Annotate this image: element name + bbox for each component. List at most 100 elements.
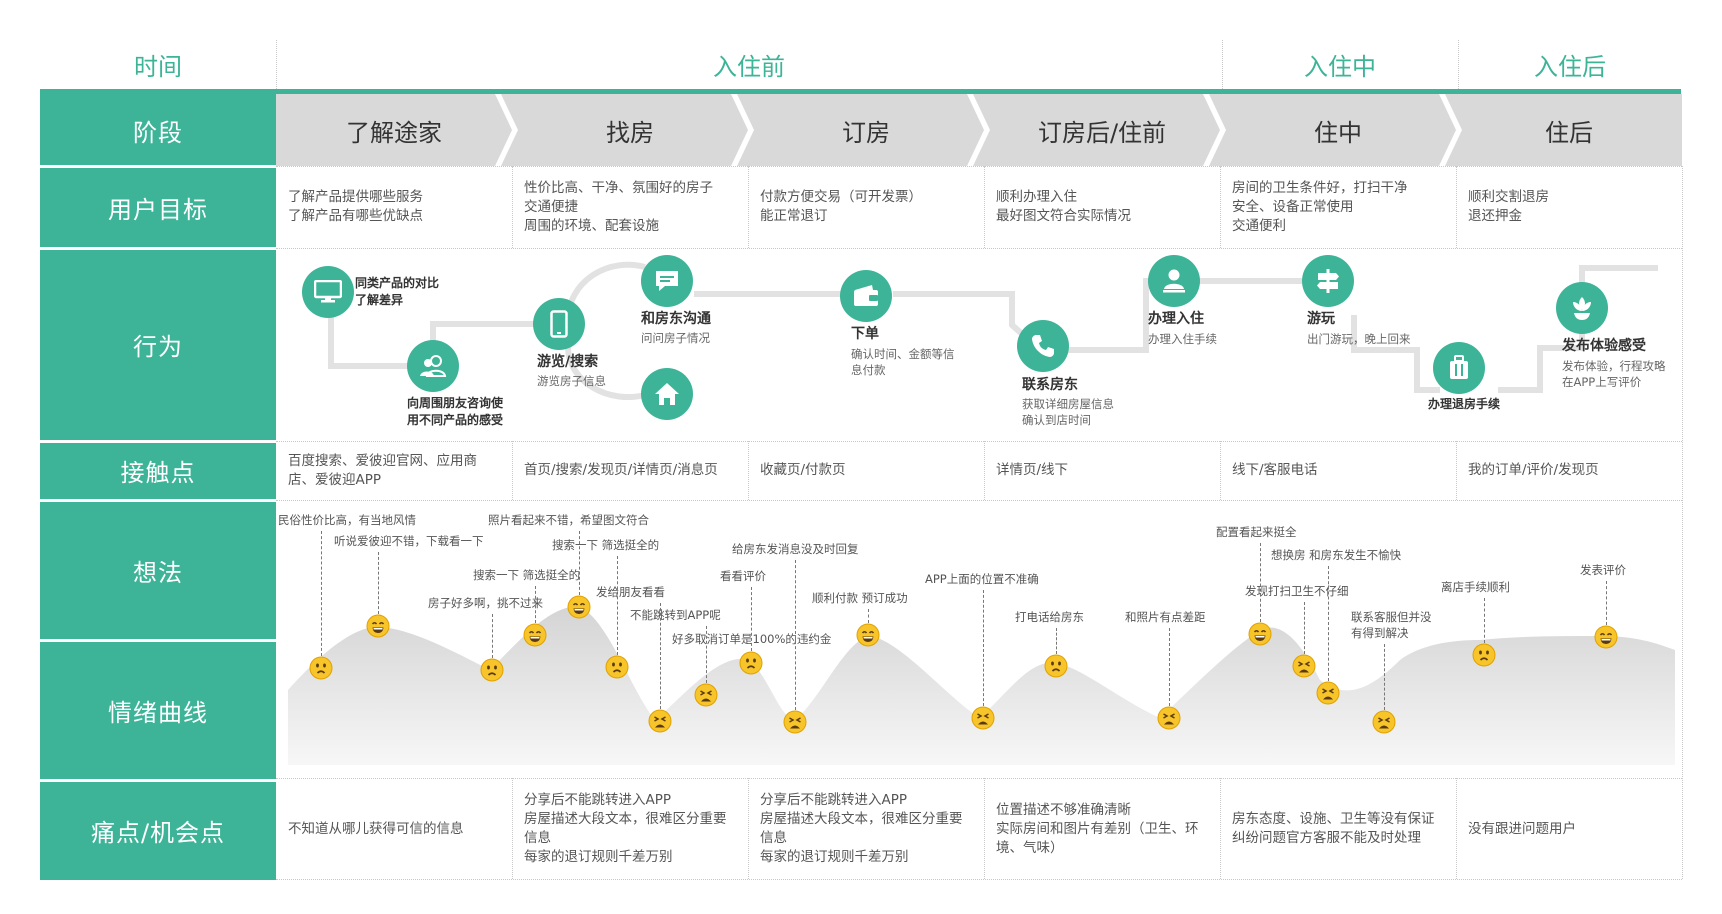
checkin-icon <box>1148 255 1200 307</box>
thought-text: 打电话给房东 <box>1015 610 1084 624</box>
goal-cell: 房间的卫生条件好，打扫干净 安全、设备正常使用 交通便利 <box>1232 179 1408 234</box>
stage-arrow <box>501 94 748 166</box>
pain-point-cell: 房东态度、设施、卫生等没有保证 纠纷问题官方客服不能及时处理 <box>1232 811 1435 846</box>
grid-line <box>1456 166 1457 248</box>
tired-face-icon <box>1292 654 1316 678</box>
behavior-subtitle: 办理入住手续 <box>1148 332 1217 346</box>
sad-face-icon <box>605 655 629 679</box>
goal-cell: 了解产品提供哪些服务 了解产品有哪些优缺点 <box>288 189 423 224</box>
row-separator <box>40 165 276 168</box>
goal-cell: 顺利办理入住 最好图文符合实际情况 <box>996 189 1131 224</box>
pain-point-cell: 不知道从哪儿获得可信的信息 <box>288 820 464 837</box>
luggage-icon <box>1433 342 1485 394</box>
thought-text: 听说爱彼迎不错，下载看一下 <box>334 534 484 548</box>
phase-during-stay: 入住中 <box>1304 52 1376 81</box>
row-separator <box>40 639 276 642</box>
sad-face-icon <box>309 656 333 680</box>
behavior-title: 同类产品的对比 了解差异 <box>355 276 440 307</box>
thought-connector <box>535 586 536 623</box>
thought-connector <box>321 531 322 656</box>
phase-after-stay: 入住后 <box>1534 52 1606 81</box>
behavior-title: 游览/搜索 <box>537 354 599 370</box>
thought-text: 不能跳转到APP呢 <box>630 608 721 622</box>
touchpoint-cell: 收藏页/付款页 <box>760 462 846 478</box>
wallet-icon <box>840 270 892 322</box>
thought-text: 搜索一下 筛选挺全的 <box>473 568 581 582</box>
thought-connector <box>751 587 752 651</box>
behavior-subtitle: 获取详细房屋信息 确认到店时间 <box>1022 397 1114 427</box>
thought-text: 搜索一下 筛选挺全的 <box>552 538 660 552</box>
row-label-thoughts: 想法 <box>40 500 276 640</box>
row-separator <box>40 779 276 782</box>
thought-connector <box>1260 543 1261 622</box>
thought-text: 发给朋友看看 <box>596 585 665 599</box>
thought-text: 照片看起来不错，希望图文符合 <box>488 513 649 527</box>
thought-text: 房子好多啊，挑不过来 <box>428 596 543 610</box>
behavior-title: 和房东沟通 <box>641 311 711 327</box>
behavior-title: 办理入住 <box>1148 311 1204 327</box>
stage-arrow <box>276 94 512 166</box>
row-separator <box>40 247 276 250</box>
friends-icon <box>407 340 459 392</box>
grid-line <box>276 778 1682 779</box>
happy-face-icon <box>1594 625 1618 649</box>
row-label-stage: 阶段 <box>40 94 276 166</box>
home-icon <box>641 368 693 420</box>
thought-text: 配置看起来挺全 <box>1216 525 1297 539</box>
tired-face-icon <box>648 709 672 733</box>
thought-connector <box>983 590 984 706</box>
thought-connector <box>378 552 379 614</box>
phone-icon <box>533 298 585 350</box>
thought-connector <box>579 531 580 595</box>
thought-text: 想换房 和房东发生不愉快 <box>1271 548 1402 562</box>
touchpoint-cell: 百度搜索、爱彼迎官网、应用商 店、爱彼迎APP <box>288 452 477 488</box>
thought-connector <box>1484 598 1485 643</box>
grid-line <box>1456 441 1457 500</box>
row-label-behavior: 行为 <box>40 248 276 441</box>
thought-connector <box>868 609 869 623</box>
touchpoint-cell: 我的订单/评价/发现页 <box>1468 462 1599 478</box>
thought-connector <box>706 626 707 683</box>
behavior-subtitle: 游览房子信息 <box>537 374 606 388</box>
row-separator <box>40 440 276 443</box>
flower-icon <box>1556 282 1608 334</box>
thought-connector <box>1606 581 1607 625</box>
sad-face-icon <box>739 651 763 675</box>
touchpoint-cell: 详情页/线下 <box>996 462 1069 478</box>
row-label-pain-points: 痛点/机会点 <box>40 780 276 880</box>
thought-text: 给房东发消息没及时回复 <box>732 542 859 556</box>
touchpoint-cell: 首页/搜索/发现页/详情页/消息页 <box>524 462 718 478</box>
grid-line <box>276 879 1682 880</box>
behavior-subtitle: 出门游玩，晚上回来 <box>1307 332 1411 346</box>
grid-line <box>748 778 749 879</box>
grid-line <box>984 166 985 248</box>
happy-face-icon <box>1248 622 1272 646</box>
header-divider <box>276 40 277 89</box>
call-icon <box>1017 320 1069 372</box>
goal-cell: 付款方便交易（可开发票） 能正常退订 <box>760 189 922 224</box>
thought-text: 发表评价 <box>1580 563 1626 577</box>
signpost-icon <box>1302 255 1354 307</box>
monitor-icon <box>302 266 354 318</box>
grid-line <box>748 441 749 500</box>
thought-connector <box>492 614 493 658</box>
happy-face-icon <box>856 623 880 647</box>
behavior-subtitle: 问问房子情况 <box>641 331 710 345</box>
thought-connector <box>1304 602 1305 654</box>
tired-face-icon <box>971 706 995 730</box>
thought-connector <box>1384 644 1385 710</box>
happy-face-icon <box>523 623 547 647</box>
thought-text: 发现打扫卫生不仔细 <box>1245 584 1349 598</box>
thought-connector <box>1169 628 1170 706</box>
behavior-title: 办理退房手续 <box>1428 397 1501 411</box>
grid-line <box>1220 778 1221 879</box>
tired-face-icon <box>1316 681 1340 705</box>
stage-arrow <box>1445 94 1682 166</box>
header-divider <box>1458 40 1459 89</box>
grid-line <box>984 778 985 879</box>
row-label-emotion: 情绪曲线 <box>40 640 276 780</box>
behavior-title: 下单 <box>851 326 879 342</box>
behavior-title: 向周围朋友咨询使 用不同产品的感受 <box>407 396 504 427</box>
time-label: 时间 <box>134 52 182 81</box>
